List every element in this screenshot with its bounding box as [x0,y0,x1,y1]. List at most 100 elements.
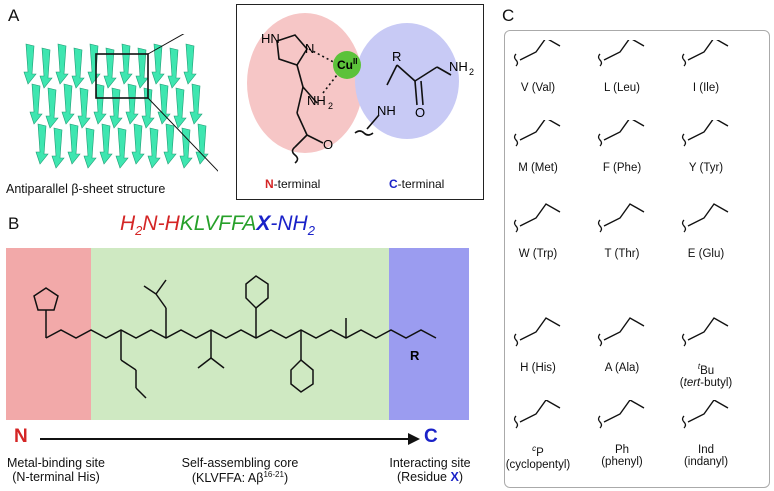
beta-strand [163,123,177,165]
panel-label-c: C [502,6,515,25]
residue-structure-icon [680,117,736,163]
residue-structure-icon [512,37,568,83]
beta-strand [109,87,123,129]
residue-label: W (Trp) [518,248,558,260]
beta-strand [45,87,59,129]
sequence-part: H [120,212,136,235]
nh2-label: NH [307,93,326,108]
sequence-part: KLVFFA [179,212,257,235]
residue-label: H (His) [520,362,556,374]
beta-strand [157,83,171,125]
c-terminus-label: C [424,426,438,447]
beta-strand [93,83,107,125]
o-label-c: O [415,105,425,120]
residue-label: Ind(indanyl) [683,444,729,468]
beta-strand [189,83,203,125]
beta-strand [23,43,37,85]
residue-structure-icon [596,200,652,249]
beta-strand [83,127,97,169]
beta-strand [39,47,53,89]
beta-strand [125,83,139,125]
beta-strand [183,43,197,85]
nh-c-label: NH [377,103,396,118]
beta-strand [87,43,101,85]
n-caption: Metal-binding site(N-terminal His) [7,456,105,484]
residue-structure-icon [680,399,736,445]
beta-strand [151,43,165,85]
n-terminal-region [247,13,363,153]
beta-strand [173,87,187,129]
peptide-sequence: H2N-HKLVFFAX-NH2 [120,212,315,238]
r-group-label: R [410,348,420,363]
nh-label: HN [261,31,280,46]
residue-structure-icon [512,200,568,249]
beta-strand [167,47,181,89]
svg-text:2: 2 [328,101,333,111]
n-terminus-label: N [14,426,28,447]
residue-structure-icon [680,37,736,83]
copper-ion [333,51,361,79]
beta-strand [71,47,85,89]
residue-label: Ph(phenyl) [601,444,643,468]
beta-strand [195,123,209,165]
residue-structure-icon [512,300,568,363]
residue-structure-icon [680,200,736,249]
nh2-c-label: NH [449,59,468,74]
residue-structure-icon [512,117,568,163]
coordination-structure: HN N NH 2 O R NH 2 O NH CuII [247,13,474,164]
n-terminal-box [6,248,91,420]
beta-sheet-illustration [23,34,218,172]
beta-strand [55,43,69,85]
residue-label: T (Thr) [604,248,640,260]
panel-label-b: B [8,214,20,233]
sequence-part: N-H [142,212,180,235]
n-label: N [305,41,314,56]
sequence-part: 2 [307,223,315,239]
beta-strand [67,123,81,165]
residue-structure-icon [512,399,568,445]
r-label: R [392,49,401,64]
residue-label: tBu(tert-butyl) [679,362,733,389]
svg-text:2: 2 [469,67,474,77]
panel-label-a: A [8,6,20,25]
sequence-part: 2 [135,223,143,239]
n-to-c-arrow [40,433,420,445]
beta-sheet-caption: Antiparallel β-sheet structure [6,182,166,196]
sequence-part: -NH [270,212,308,235]
residue-structure-icon [596,37,652,83]
beta-strand [99,123,113,165]
residue-label: L (Leu) [603,82,640,94]
beta-strand [147,127,161,169]
beta-strand [119,43,133,85]
c-terminal-caption: C-terminal [389,177,445,191]
beta-strand [29,83,43,125]
beta-strand [35,123,49,165]
residue-label: M (Met) [518,162,558,174]
beta-strand [51,127,65,169]
residue-structure-icon [596,300,652,363]
residue-label: Y (Tyr) [688,162,724,174]
residue-label: E (Glu) [687,248,725,260]
coordination-inset: HN N NH 2 O R NH 2 O NH CuII N-terminal … [236,4,484,200]
residue-structure-icon [680,300,736,363]
c-caption: Interacting site (Residue X) [389,456,471,484]
cu-label: CuII [337,57,357,72]
beta-strand [131,123,145,165]
beta-strand [179,127,193,169]
sequence-part: X [256,212,271,235]
residue-label: V (Val) [520,82,556,94]
beta-strand [115,127,129,169]
c-terminal-region [355,23,459,139]
residue-structure-icon [596,399,652,445]
peptide-structure: R [33,275,437,399]
n-terminal-caption: N-terminal [265,177,321,191]
zoom-box [95,53,149,99]
residue-structure-icon [596,117,652,163]
core-caption: Self-assembling core (KLVFFA: Aβ16-21) [181,456,299,486]
residue-label: I (Ile) [692,82,720,94]
residue-panel [504,30,770,488]
beta-strand [77,87,91,129]
o-label-n: O [323,137,333,152]
residue-label: cP(cyclopentyl) [505,444,571,471]
beta-strand [61,83,75,125]
